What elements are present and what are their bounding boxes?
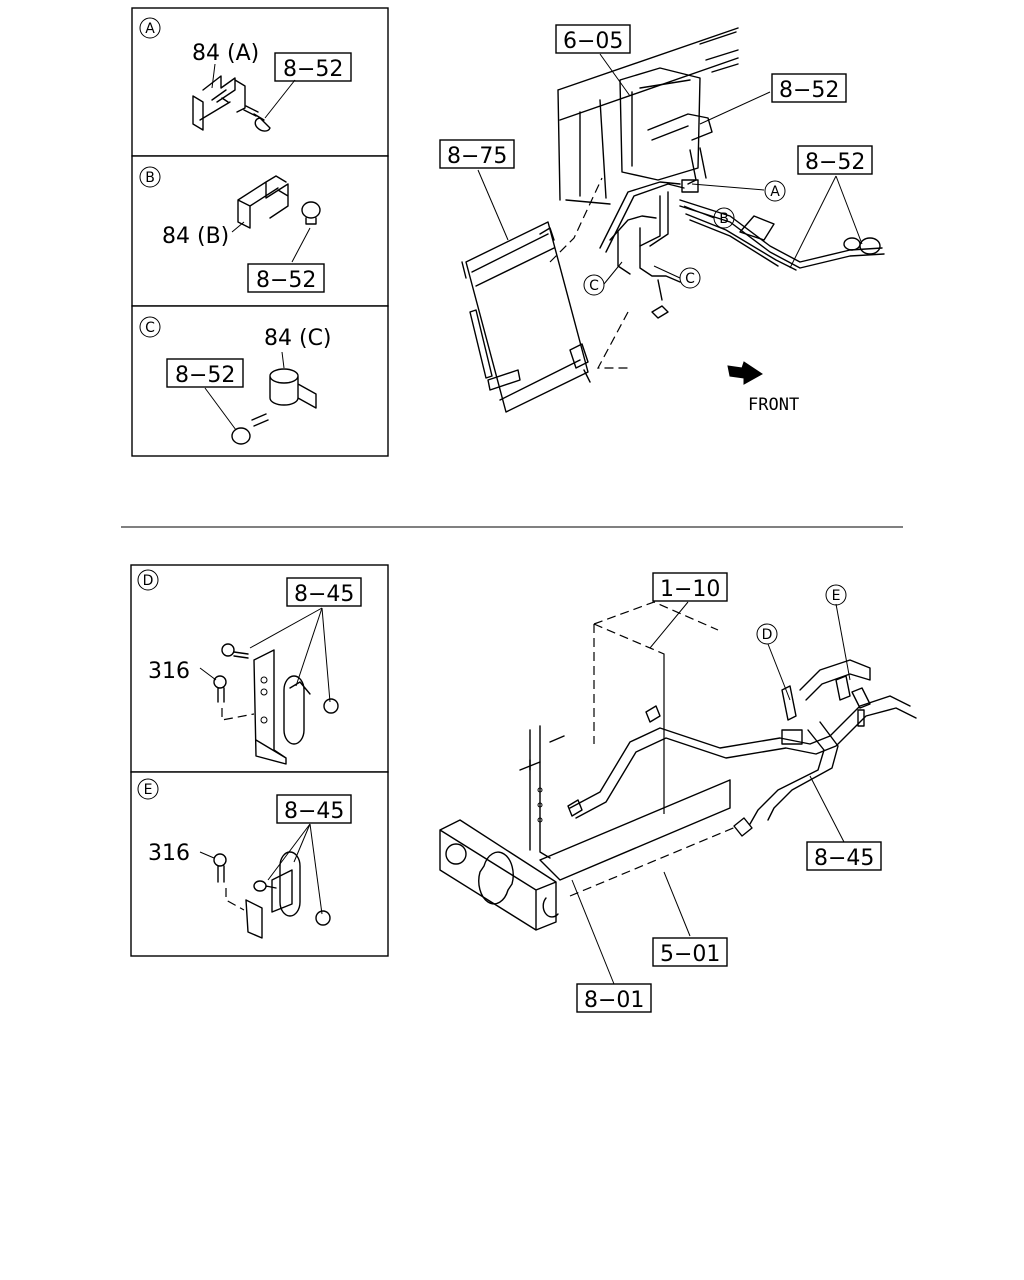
- front-arrow-icon: [727, 361, 763, 385]
- ref-8-75: 8−75: [447, 144, 507, 169]
- detail-e-ref: 8−45: [284, 799, 344, 824]
- ref-8-52-upper: 8−52: [779, 78, 839, 103]
- ref-8-01: 8−01: [584, 988, 644, 1013]
- clip-a-icon: [192, 75, 246, 131]
- detail-d-letter: D: [143, 573, 154, 589]
- svg-text:B: B: [719, 211, 729, 227]
- detail-panel-a: A 84 (A) 8−52: [131, 7, 389, 157]
- detail-b-letter: B: [145, 170, 155, 186]
- detail-b-ref: 8−52: [256, 268, 316, 293]
- ref-5-01: 5−01: [660, 942, 720, 967]
- svg-text:C: C: [685, 271, 695, 287]
- callout-a: A: [764, 180, 786, 202]
- bolt-d-icon-1: [221, 643, 249, 659]
- detail-c-letter: C: [145, 320, 155, 336]
- svg-text:D: D: [762, 627, 773, 643]
- detail-a-part-label: 84 (A): [192, 41, 259, 66]
- top-assembly-drawing: [461, 27, 885, 413]
- detail-d-part-label: 316: [148, 659, 190, 684]
- bottom-assembly-drawing: [439, 601, 917, 985]
- detail-c-ref: 8−52: [175, 363, 235, 388]
- callout-e: E: [825, 584, 847, 606]
- clip-e-icon: [271, 851, 301, 917]
- detail-c-part-label: 84 (C): [264, 326, 332, 351]
- clip-c-icon: [269, 368, 317, 409]
- nut-d-icon: [323, 698, 339, 714]
- detail-panel-e: E 8−45 316: [130, 771, 389, 957]
- detail-e-part-label: 316: [148, 841, 190, 866]
- ref-6-05: 6−05: [563, 29, 623, 54]
- bracket-d-icon: [253, 649, 287, 765]
- detail-d-ref: 8−45: [294, 582, 354, 607]
- nut-b-icon: [301, 201, 321, 225]
- svg-text:E: E: [832, 588, 841, 604]
- callout-c-left: C: [583, 274, 605, 296]
- detail-a-letter: A: [145, 21, 155, 37]
- callout-d: D: [756, 623, 778, 645]
- detail-e-letter: E: [144, 782, 153, 798]
- bolt-e-icon: [213, 853, 227, 883]
- callout-c-right: C: [679, 267, 701, 289]
- svg-text:A: A: [770, 184, 780, 200]
- detail-panel-b: B 84 (B) 8−52: [131, 155, 389, 307]
- ref-8-52-lower: 8−52: [805, 150, 865, 175]
- bracket-e-icon: [245, 899, 263, 939]
- detail-panel-d: D 8−45 316: [130, 564, 389, 773]
- detail-a-ref: 8−52: [283, 57, 343, 82]
- detail-panel-c: C 84 (C) 8−52: [131, 305, 389, 457]
- front-label: FRONT: [748, 395, 799, 415]
- svg-text:C: C: [589, 278, 599, 294]
- ref-8-45: 8−45: [814, 846, 874, 871]
- callout-b: B: [713, 207, 735, 229]
- detail-b-part-label: 84 (B): [162, 224, 229, 249]
- bolt-d-icon-2: [213, 675, 227, 703]
- ref-1-10: 1−10: [660, 577, 720, 602]
- oil-cooler-icon: [461, 221, 591, 413]
- clip-b-icon: [237, 175, 289, 229]
- clip-d-icon: [283, 675, 311, 745]
- bolt-a-icon: [243, 105, 271, 132]
- nut-e-icon: [315, 910, 331, 926]
- frame-crossmember-icon: [439, 819, 557, 931]
